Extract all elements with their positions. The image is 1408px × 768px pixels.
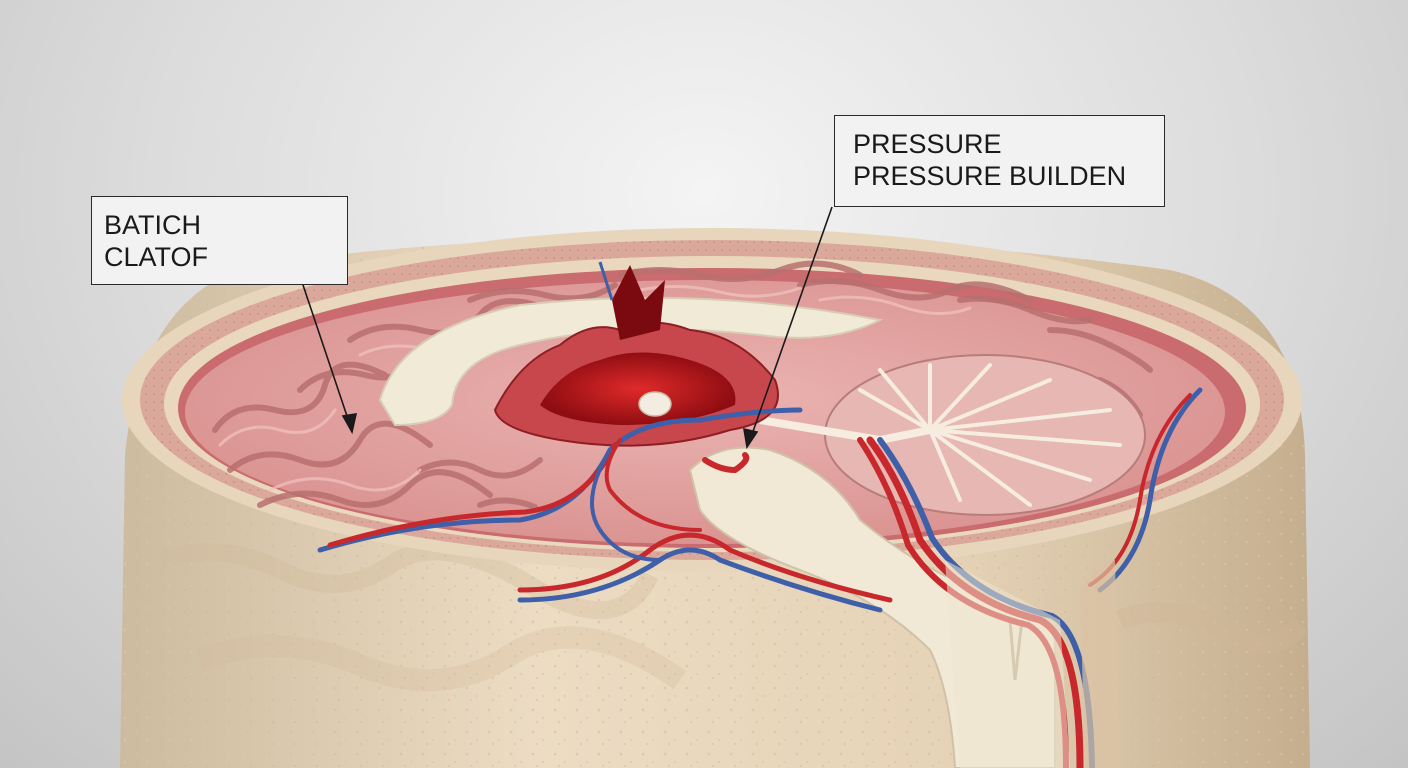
label-pressure-builden: PRESSURE PRESSURE BUILDEN	[834, 115, 1165, 207]
label-left-line1: BATICH	[104, 210, 202, 240]
label-batich-clatof: BATICH CLATOF	[91, 196, 348, 285]
label-leader-lines	[302, 206, 833, 450]
label-left-line2: CLATOF	[104, 242, 209, 272]
skull-cut-face	[945, 560, 1120, 768]
white-matter-arc	[378, 296, 884, 427]
hemorrhage-clot	[493, 261, 779, 447]
label-right-line1: PRESSURE	[853, 129, 1002, 159]
label-right-line2: PRESSURE BUILDEN	[853, 161, 1127, 191]
